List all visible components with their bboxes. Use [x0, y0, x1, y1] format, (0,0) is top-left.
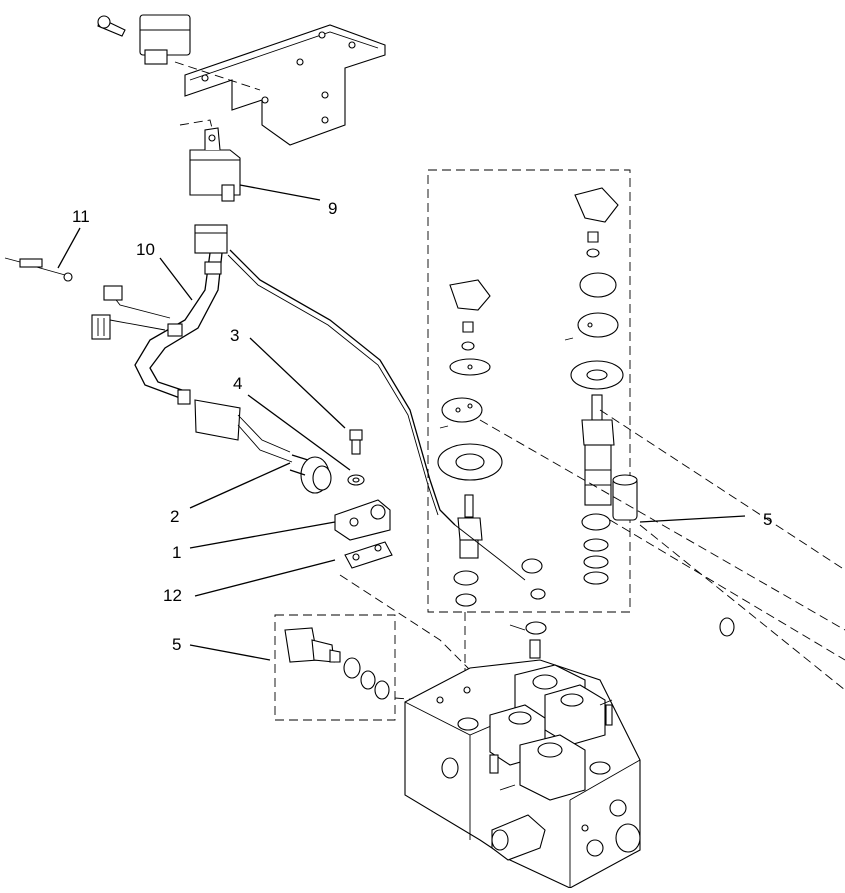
mounting-bracket: [174, 24, 386, 161]
ground-terminal: [454, 524, 547, 659]
wire-harness-10: [91, 224, 456, 526]
callout-12: 12: [163, 586, 182, 605]
cartridge-5-left: [274, 614, 421, 721]
callout-9: 9: [328, 199, 337, 218]
sensor-2: [289, 454, 332, 494]
callout-10: 10: [136, 240, 155, 259]
callout-5-right: 5: [763, 510, 772, 529]
washer-4: [347, 474, 365, 486]
relay-9: [189, 127, 241, 202]
plug-5-right: [612, 474, 638, 521]
valve-assembly-box: [427, 169, 631, 613]
callout-5-left: 5: [172, 635, 181, 654]
callout-3: 3: [230, 326, 239, 345]
knob-assembly-left: [437, 279, 503, 607]
callout-2: 2: [170, 507, 179, 526]
relay-top: [97, 14, 191, 65]
valve-manifold: [404, 659, 641, 889]
callout-labels: 9 10 11 3 4 2 1 12 5 5: [72, 199, 772, 654]
sensor-wire-11: [4, 257, 73, 282]
screw-3: [349, 429, 363, 455]
knob-assembly-right: [564, 187, 624, 585]
leader-lines: [57, 184, 746, 661]
bracket-1: [334, 499, 391, 541]
plate-12: [344, 541, 393, 569]
assembly-leaders: [339, 409, 845, 725]
callout-4: 4: [233, 374, 242, 393]
callout-1: 1: [172, 543, 181, 562]
callout-11: 11: [72, 207, 90, 226]
